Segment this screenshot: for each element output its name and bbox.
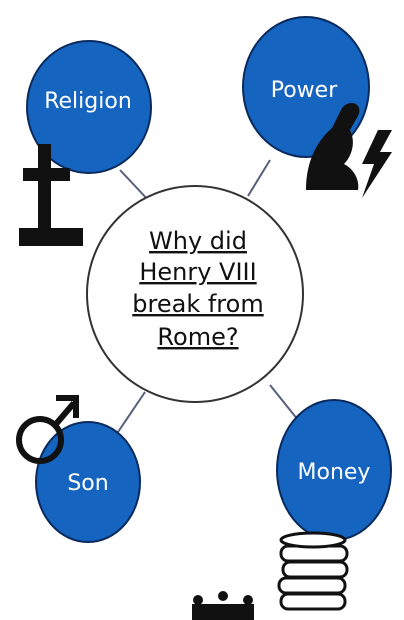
- node-power: Power: [242, 16, 392, 198]
- center-question-line-3: break from: [132, 290, 263, 318]
- node-son: Son: [16, 395, 141, 543]
- node-money-label: Money: [298, 460, 371, 485]
- male-symbol-icon: [16, 395, 79, 464]
- coin-stack-icon: [277, 531, 349, 611]
- center-node: Why did Henry VIII break from Rome?: [86, 185, 304, 403]
- node-money: Money: [276, 399, 392, 611]
- connector-son: [117, 391, 146, 433]
- cross-icon: [19, 144, 83, 246]
- center-question-line-2: Henry VIII: [139, 258, 256, 286]
- flexed-arm-lightning-icon: [306, 102, 392, 198]
- node-religion-label: Religion: [44, 89, 132, 114]
- crown-icon: [192, 591, 254, 620]
- connector-money: [269, 384, 299, 421]
- node-power-label: Power: [271, 78, 338, 103]
- connector-religion: [119, 169, 151, 203]
- connectors: [117, 159, 299, 433]
- connector-power: [247, 159, 271, 197]
- node-son-label: Son: [67, 471, 108, 496]
- center-question-line-4: Rome?: [157, 323, 238, 351]
- node-son-bubble: [35, 421, 141, 543]
- node-religion: Religion: [19, 40, 152, 246]
- node-religion-bubble: [26, 40, 152, 174]
- center-circle: [86, 185, 304, 403]
- center-question-line-1: Why did: [149, 227, 247, 255]
